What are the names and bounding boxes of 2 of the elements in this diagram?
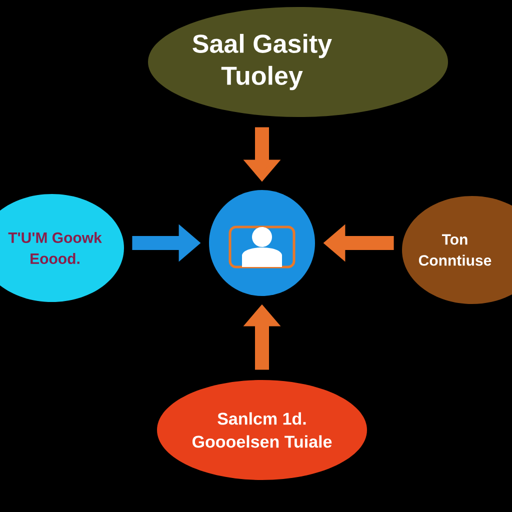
- ellipse-node: Saal Gasity Tuoley: [148, 7, 448, 117]
- ellipse-node: Sanlcm 1d. Goooelsen Tuiale: [157, 380, 367, 480]
